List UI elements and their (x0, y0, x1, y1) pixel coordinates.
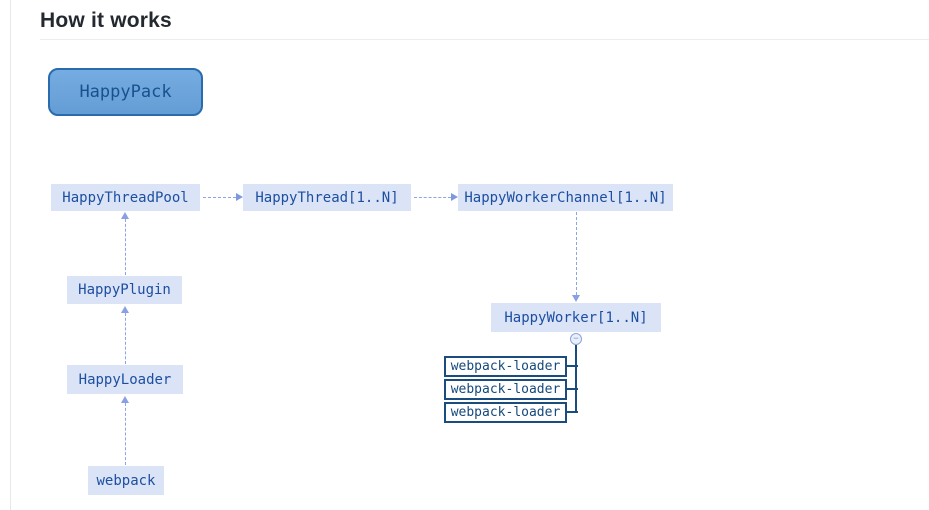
node-webpack: webpack (88, 466, 164, 495)
node-happythreadpool-label: HappyThreadPool (62, 189, 189, 206)
node-happythread-label: HappyThread[1..N] (255, 189, 399, 206)
node-happyloader-label: HappyLoader (78, 371, 172, 388)
node-webpack-loader: webpack-loader (444, 402, 567, 423)
connector-loader-to-plugin (125, 313, 126, 364)
arrowhead-up-icon (121, 396, 129, 403)
connector-plugin-to-threadpool (125, 219, 126, 275)
connector-threadpool-to-thread (203, 197, 236, 198)
connector-worker-loaders-trunk (575, 345, 577, 413)
arrowhead-right-icon (236, 193, 243, 201)
node-happyworkerchannel-label: HappyWorkerChannel[1..N] (464, 189, 667, 206)
node-webpack-loader: webpack-loader (444, 379, 567, 400)
collapse-minus-glyph: − (573, 334, 579, 344)
arrowhead-right-icon (451, 193, 458, 201)
connector-thread-to-channel (414, 197, 451, 198)
node-happyplugin: HappyPlugin (67, 276, 182, 304)
node-happyworker: HappyWorker[1..N] (491, 303, 661, 332)
arrowhead-up-icon (121, 306, 129, 313)
node-happyworker-label: HappyWorker[1..N] (504, 309, 648, 326)
connector-webpack-to-loader (125, 403, 126, 465)
node-happyworkerchannel: HappyWorkerChannel[1..N] (458, 184, 673, 211)
page-left-border (10, 0, 11, 510)
node-happyplugin-label: HappyPlugin (78, 282, 171, 298)
connector-loader-branch (567, 411, 578, 413)
collapse-minus-icon[interactable]: − (570, 333, 582, 345)
node-webpack-loader-label: webpack-loader (450, 405, 561, 420)
node-happythreadpool: HappyThreadPool (51, 184, 200, 211)
node-webpack-loader-label: webpack-loader (450, 382, 561, 397)
arrowhead-down-icon (572, 295, 580, 302)
happypack-root-label: HappyPack (79, 82, 172, 102)
node-webpack-loader-label: webpack-loader (450, 359, 561, 374)
connector-channel-to-worker (576, 212, 577, 295)
node-happyloader: HappyLoader (67, 365, 183, 394)
connector-loader-branch (567, 388, 578, 390)
page-title: How it works (40, 9, 172, 32)
node-happythread: HappyThread[1..N] (243, 184, 411, 211)
heading-divider (40, 39, 929, 40)
connector-loader-branch (567, 365, 578, 367)
node-webpack-loader: webpack-loader (444, 356, 567, 377)
node-webpack-label: webpack (96, 472, 156, 489)
arrowhead-up-icon (121, 212, 129, 219)
happypack-root-node: HappyPack (48, 68, 203, 116)
